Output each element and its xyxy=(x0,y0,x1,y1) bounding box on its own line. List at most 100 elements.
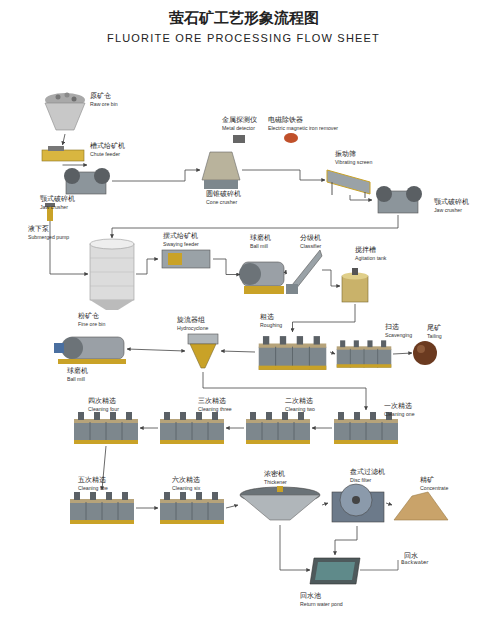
equipment-name-en: Cleaning one xyxy=(384,411,415,417)
equipment-name-cn: 一次精选 xyxy=(384,403,412,410)
equipment-name-en: Cleaning six xyxy=(172,485,200,491)
hydrocyclone-art xyxy=(188,334,218,368)
equipment-name-en: Cleaning two xyxy=(285,406,315,412)
bin-ring xyxy=(90,258,134,259)
flow-connector xyxy=(386,503,392,505)
mill-motor xyxy=(54,343,64,353)
equipment-name-cn: 球磨机 xyxy=(250,235,271,242)
equipment-name-en: Disc filter xyxy=(350,477,371,483)
equipment-node: 三次精选Cleaning three xyxy=(158,410,226,446)
equipment-node: 浓密机Thickener xyxy=(238,485,322,525)
raw-ore-bin-art xyxy=(45,93,85,131)
equipment-name-cn: 四次精选 xyxy=(88,398,116,405)
diagram-subtitle: FLUORITE ORE PROCESSING FLOW SHEET xyxy=(0,32,487,44)
flow-connector xyxy=(136,508,158,509)
bin-ring xyxy=(90,272,134,273)
cone-crusher-art xyxy=(202,152,240,189)
equipment-node: 精矿Concentrate xyxy=(392,490,450,520)
equipment-name-cn: 电磁除铁器 xyxy=(268,117,303,124)
screen-leg xyxy=(365,192,366,198)
equipment-node: 分级机Classifier xyxy=(286,246,322,294)
equipment-node: 盘式过滤机Disc filter xyxy=(328,480,386,526)
equipment-node: 球磨机Ball mill xyxy=(52,333,127,365)
flywheel xyxy=(94,168,110,184)
flow-connector xyxy=(221,351,255,352)
flywheel xyxy=(406,186,422,202)
classifier-tank xyxy=(286,284,298,294)
equipment-node: 粉矿仓Fine ore bin xyxy=(88,238,136,310)
flotation-cells xyxy=(334,412,398,444)
flow-connector xyxy=(322,503,328,505)
flow-connector xyxy=(63,165,88,166)
equipment-name-en: Hydrocyclone xyxy=(177,325,208,331)
equipment-node: 扫选Scavenging xyxy=(335,336,393,372)
flow-connector xyxy=(350,195,372,200)
flow-connector xyxy=(226,428,244,429)
equipment-name-cn: 粉矿仓 xyxy=(78,313,99,320)
equipment-name-en: Concentrate xyxy=(420,485,448,491)
equipment-name-cn: 圆锥破碎机 xyxy=(206,191,241,198)
equipment-name-cn: 回水池 xyxy=(300,593,321,600)
flotation-cells xyxy=(246,412,310,444)
ore-rock xyxy=(72,97,77,102)
tailing-art xyxy=(413,341,437,365)
screen-deck xyxy=(327,170,370,194)
equipment-name-en: Vibrating screen xyxy=(335,159,372,165)
thickener-tank xyxy=(240,495,320,520)
equipment-name-cn: 尾矿 xyxy=(427,325,441,332)
flow-connector xyxy=(393,353,412,354)
equipment-node: 液下泵Submerged pump xyxy=(45,205,55,221)
filter-shaft xyxy=(352,496,360,504)
equipment-name-cn: 旋流器组 xyxy=(177,317,205,324)
equipment-node: 旋流器组Hydrocyclone xyxy=(185,330,221,372)
equipment-name-en: Metal detector xyxy=(222,125,255,131)
equipment-name-cn: 颚式破碎机 xyxy=(434,199,469,206)
equipment-name-cn: 三次精选 xyxy=(198,398,226,405)
equipment-name-en: Return water pond xyxy=(300,601,343,607)
equipment-node: 二次精选Cleaning two xyxy=(244,410,312,446)
equipment-node: 五次精选Cleaning five xyxy=(68,490,136,526)
flow-connector xyxy=(330,352,335,354)
equipment-name-cn: 搅拌槽 xyxy=(355,247,376,254)
equipment-node: 搅拌槽Agitation tank xyxy=(340,268,370,304)
equipment-name-cn: 浓密机 xyxy=(264,471,285,478)
equipment-name-cn: 二次精选 xyxy=(285,398,313,405)
equipment-name-cn: 原矿仓 xyxy=(90,93,111,100)
equipment-name-en: Electric magnetic iron remover xyxy=(268,125,338,131)
flow-connector xyxy=(213,259,240,275)
equipment-name-en: Fine ore bin xyxy=(78,321,105,327)
equipment-node: 金属探测仪Metal detector xyxy=(232,134,246,144)
equipment-name-cn: 五次精选 xyxy=(78,477,106,484)
mill-gear xyxy=(239,263,261,285)
equipment-name-cn: 盘式过滤机 xyxy=(350,469,385,476)
equipment-name-en: Scavenging xyxy=(385,332,412,338)
equipment-node: 电磁除铁器Electric magnetic iron remover xyxy=(283,132,299,144)
flow-connector xyxy=(312,428,332,429)
flotation-cells xyxy=(70,492,134,524)
vibrating-screen-art xyxy=(327,170,370,198)
disc-filter-art xyxy=(332,484,384,522)
equipment-name-cn: 分级机 xyxy=(300,235,321,242)
equipment-node: 槽式给矿机Chute feeder xyxy=(40,145,85,165)
cyclone-head xyxy=(188,334,218,344)
fine-ore-bin-art xyxy=(90,239,134,310)
equipment-node: 一次精选Cleaning one xyxy=(332,410,400,446)
equipment-name-en: Thickener xyxy=(264,479,287,485)
feeder-frame xyxy=(168,253,182,265)
equipment-name-cn: 精矿 xyxy=(420,477,434,484)
flow-connector xyxy=(280,525,310,570)
flywheel xyxy=(376,186,392,202)
equipment-node: 颚式破碎机Jaw crusher xyxy=(62,165,112,197)
return-pond-art xyxy=(310,558,360,584)
flotation-cells xyxy=(160,412,224,444)
ball-mill-art xyxy=(54,337,126,364)
jaw-crusher-art xyxy=(64,168,110,194)
feeder-body xyxy=(42,150,84,161)
screen-leg xyxy=(332,182,333,195)
flow-connector xyxy=(63,134,66,145)
equipment-node: 颚式破碎机Jaw crusher xyxy=(372,185,424,215)
flow-connector xyxy=(285,270,286,275)
concentrate-art xyxy=(394,492,448,520)
equipment-name-cn: 粗选 xyxy=(260,314,274,321)
